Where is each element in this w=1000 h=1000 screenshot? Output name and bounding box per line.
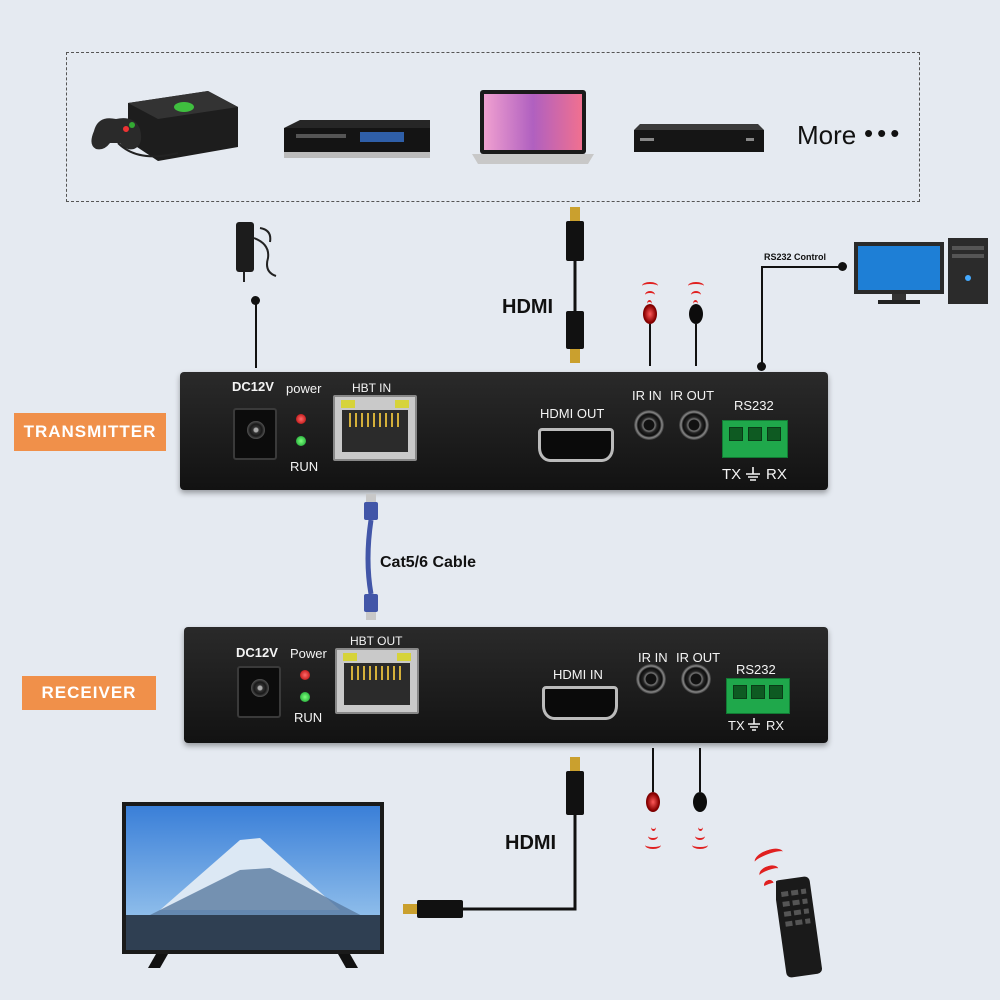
hdmi-label-bottom: HDMI [505, 832, 557, 854]
transmitter-power-led [296, 414, 306, 424]
hdmi-cable-bottom [403, 757, 584, 918]
rs232-control-label: RS232 Control [764, 252, 827, 262]
receiver-hdmi-label: HDMI IN [553, 667, 603, 682]
rs232-line-vertical [761, 268, 763, 366]
receiver-hdmi-port[interactable] [542, 686, 618, 720]
transmitter-power-label: power [286, 381, 322, 396]
transmitter-hdmi-label: HDMI OUT [540, 406, 605, 421]
transmitter-ir-in-jack[interactable] [634, 410, 664, 440]
rs232-line-dot [838, 262, 847, 271]
receiver-hbt-port[interactable] [335, 648, 419, 714]
receiver-run-label: RUN [294, 710, 323, 725]
ir-wave-icon [688, 282, 704, 309]
receiver-tag: RECEIVER [22, 676, 156, 710]
transmitter-device [180, 372, 828, 490]
transmitter-dc-label: DC12V [232, 379, 274, 394]
more-dots: ••• [864, 118, 904, 148]
blu-ray-player-icon [634, 124, 764, 152]
desktop-computer-icon [854, 238, 988, 304]
receiver-rx-label: RX [766, 718, 785, 733]
ir-emitter-icon [646, 792, 660, 812]
transmitter-tx-label: TX [722, 466, 742, 483]
receiver-ir-in-jack[interactable] [636, 664, 666, 694]
television-icon [122, 802, 384, 968]
power-line [255, 300, 257, 368]
receiver-ir-out-jack[interactable] [681, 664, 711, 694]
receiver-rs232-label: RS232 [736, 662, 776, 677]
power-adapter-icon [236, 222, 277, 282]
game-console-icon [91, 91, 238, 161]
ground-icon [748, 718, 760, 731]
receiver-dc-port[interactable] [237, 666, 281, 718]
transmitter-ir-in-label: IR IN [632, 388, 662, 403]
cable-label: Cat5/6 Cable [380, 554, 477, 571]
hdmi-cable-top [566, 207, 584, 363]
transmitter-run-led [296, 436, 306, 446]
receiver-ir-in-label: IR IN [638, 650, 668, 665]
receiver-dc-label: DC12V [236, 645, 278, 660]
ir-emitter-icon [689, 304, 703, 324]
ir-wave-icon [692, 822, 708, 849]
receiver-power-label: Power [290, 646, 327, 661]
receiver-device [184, 627, 828, 743]
rs232-line-dot [757, 362, 766, 371]
laptop-icon [472, 90, 594, 164]
transmitter-hdmi-port[interactable] [538, 428, 614, 462]
transmitter-rs232-terminal[interactable] [722, 420, 788, 458]
transmitter-hbt-port[interactable] [333, 395, 417, 461]
transmitter-run-label: RUN [290, 459, 319, 474]
transmitter-rs232-label: RS232 [734, 398, 774, 413]
receiver-power-led [300, 670, 310, 680]
transmitter-tag: TRANSMITTER [14, 413, 166, 451]
ir-emitter-line [695, 324, 697, 366]
hdmi-label-top: HDMI [502, 296, 554, 318]
remote-control-icon [776, 876, 822, 978]
receiver-tx-label: TX [728, 718, 745, 733]
ir-emitter-line [652, 748, 654, 792]
rs232-line-horizontal [761, 266, 841, 268]
receiver-ir-out-label: IR OUT [676, 650, 721, 665]
ground-icon [746, 467, 760, 481]
power-line-dot [251, 296, 260, 305]
receiver-run-led [300, 692, 310, 702]
transmitter-ir-out-jack[interactable] [679, 410, 709, 440]
transmitter-dc-port[interactable] [233, 408, 277, 460]
ir-receiver-icon [643, 304, 657, 324]
ir-receiver-icon [693, 792, 707, 812]
cat-cable-icon [364, 494, 378, 620]
transmitter-rx-label: RX [766, 466, 787, 483]
source-devices-box [66, 52, 920, 202]
ir-receiver-line [699, 748, 701, 792]
dvd-player-icon [284, 120, 430, 158]
ir-wave-icon [645, 822, 661, 849]
ir-wave-icon [642, 282, 658, 309]
receiver-hbt-label: HBT OUT [350, 634, 403, 648]
receiver-rs232-terminal[interactable] [726, 678, 790, 714]
ir-receiver-line [649, 324, 651, 366]
more-sources-label: More [797, 120, 857, 150]
transmitter-hbt-label: HBT IN [352, 381, 392, 395]
transmitter-ir-out-label: IR OUT [670, 388, 715, 403]
